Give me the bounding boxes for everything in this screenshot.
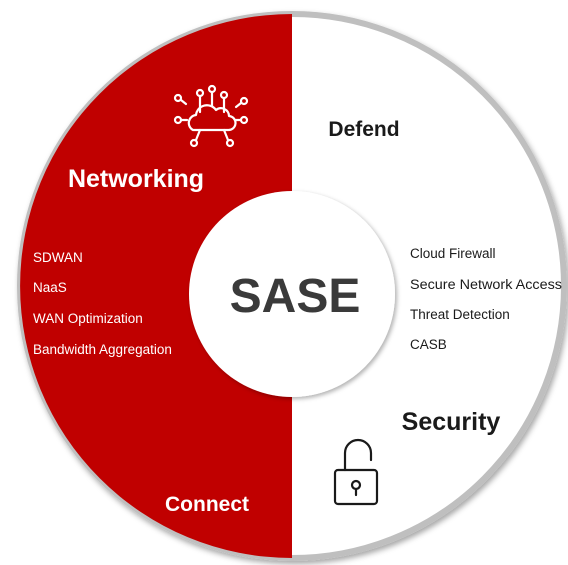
networking-item: NaaS	[33, 280, 67, 295]
center-circle	[189, 191, 395, 397]
padlock-icon	[333, 438, 379, 506]
networking-item: WAN Optimization	[33, 311, 143, 326]
defend-heading: Defend	[328, 118, 399, 141]
security-item: Threat Detection	[410, 307, 510, 322]
networking-item: SDWAN	[33, 250, 83, 265]
security-item: Secure Network Access	[410, 277, 562, 292]
networking-half	[20, 14, 292, 558]
cloud-network-icon	[173, 84, 249, 148]
networking-heading: Networking	[68, 165, 204, 193]
center-label: SASE	[230, 270, 361, 323]
security-item: Cloud Firewall	[410, 246, 496, 261]
networking-item: Bandwidth Aggregation	[33, 342, 172, 357]
connect-label: Connect	[165, 493, 249, 516]
security-heading: Security	[402, 408, 501, 436]
security-item: CASB	[410, 337, 447, 352]
